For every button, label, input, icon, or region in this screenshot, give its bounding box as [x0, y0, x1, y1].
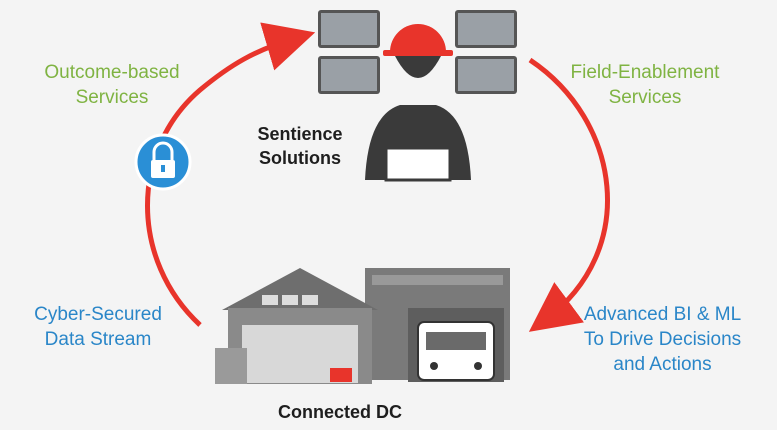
label-connected-dc: Connected DC [277, 402, 402, 422]
label-field-line2: Services [608, 87, 682, 108]
label-advanced-line1: Advanced BI & ML [583, 304, 742, 325]
label-advanced-line3: and Actions [613, 354, 712, 375]
worker-icon [318, 10, 517, 182]
label-outcome-services: Outcome-based Services [22, 60, 202, 110]
cycle-arrows [145, 22, 610, 332]
label-advanced-line2: To Drive Decisions [583, 329, 742, 350]
label-cyber-line1: Cyber-Secured [34, 304, 162, 325]
label-sentience-line1: Sentience [257, 124, 343, 144]
label-outcome-line1: Outcome-based [44, 62, 180, 83]
label-cyber-secured: Cyber-Secured Data Stream [8, 302, 188, 352]
arrow-right [528, 57, 610, 332]
label-cyber-line2: Data Stream [44, 329, 152, 350]
label-sentience-line2: Solutions [259, 148, 341, 168]
label-field-services: Field-Enablement Services [545, 60, 745, 110]
label-advanced-bi: Advanced BI & ML To Drive Decisions and … [555, 302, 770, 377]
arrow-top-left [145, 22, 316, 327]
lock-icon [134, 133, 192, 191]
label-sentience-solutions: Sentience Solutions [225, 122, 375, 170]
truck-icon [408, 308, 504, 382]
label-field-line1: Field-Enablement [570, 62, 720, 83]
label-outcome-line2: Services [75, 87, 149, 108]
